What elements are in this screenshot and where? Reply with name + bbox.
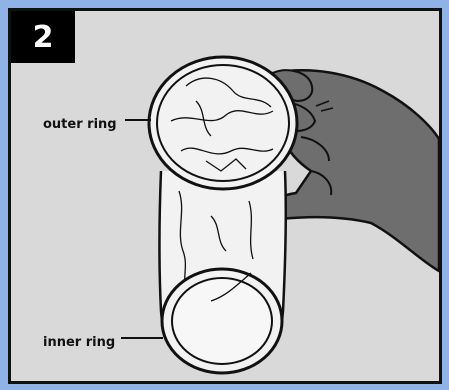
step-number: 2 [33,20,54,55]
outer-ring [149,57,297,189]
inner-ring [162,269,282,373]
outer-ring-label: outer ring [43,117,117,132]
illustration-panel: 2 outer ring inner ring [8,8,442,384]
step-number-badge: 2 [11,11,75,63]
inner-ring-label: inner ring [43,335,115,350]
condom-insertion-illustration [11,11,439,381]
